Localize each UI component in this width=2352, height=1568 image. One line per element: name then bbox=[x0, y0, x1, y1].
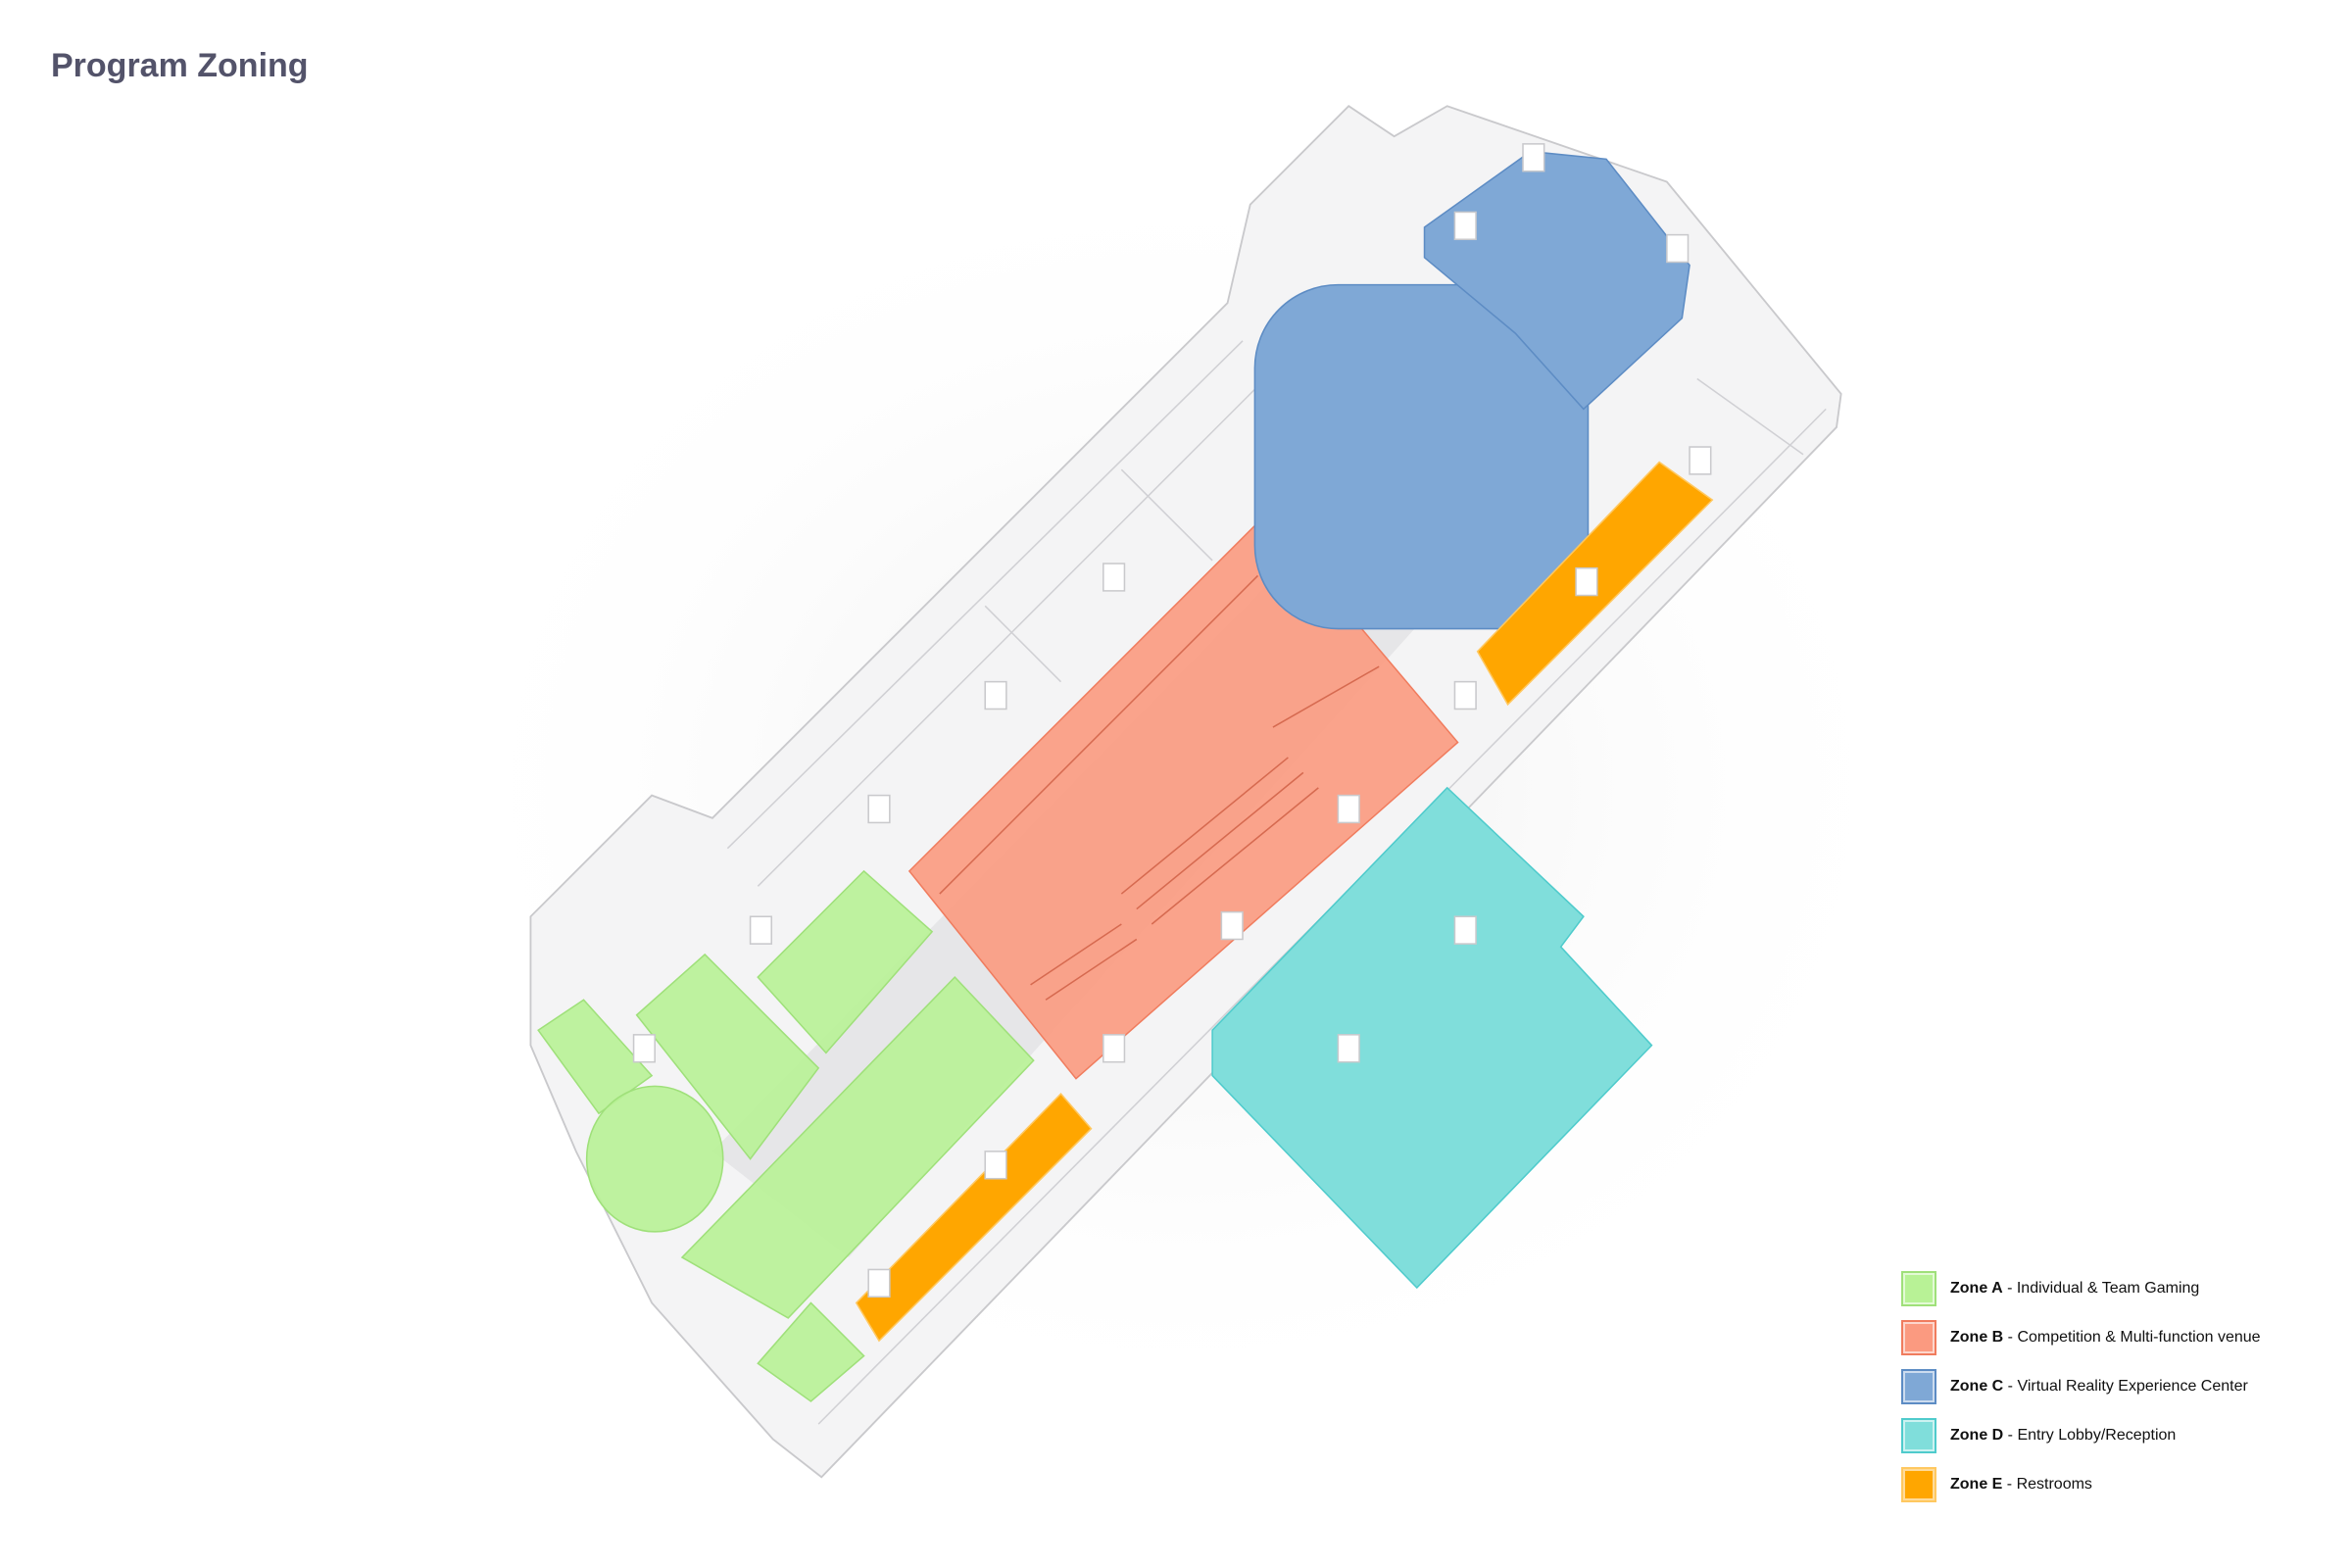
legend-swatch-zone-a bbox=[1901, 1271, 1936, 1306]
legend: Zone A - Individual & Team Gaming Zone B… bbox=[1901, 1264, 2261, 1509]
legend-zone-desc: Restrooms bbox=[2016, 1476, 2092, 1493]
legend-swatch-zone-e bbox=[1901, 1467, 1936, 1502]
legend-zone-label: Zone E bbox=[1950, 1476, 2003, 1493]
legend-zone-label: Zone A bbox=[1950, 1280, 2003, 1297]
zone-a-room-1 bbox=[757, 869, 934, 1054]
zone-b-seating bbox=[939, 574, 1380, 1001]
legend-zone-desc: Entry Lobby/Reception bbox=[2017, 1427, 2177, 1444]
legend-zone-label: Zone C bbox=[1950, 1378, 2004, 1395]
legend-zone-desc: Individual & Team Gaming bbox=[2016, 1280, 2200, 1297]
legend-item-zone-d: Zone D - Entry Lobby/Reception bbox=[1901, 1411, 2261, 1460]
zone-a-room-3 bbox=[680, 975, 1035, 1319]
zone-a-round-room bbox=[585, 1085, 724, 1233]
legend-swatch-zone-b bbox=[1901, 1320, 1936, 1355]
legend-zone-desc: Competition & Multi-function venue bbox=[2017, 1329, 2261, 1346]
legend-item-zone-b: Zone B - Competition & Multi-function ve… bbox=[1901, 1313, 2261, 1362]
zone-c-vr-arena bbox=[1253, 283, 1590, 630]
page-title: Program Zoning bbox=[51, 47, 309, 84]
legend-zone-desc: Virtual Reality Experience Center bbox=[2017, 1378, 2248, 1395]
zone-a-gaming bbox=[537, 869, 1035, 1402]
zone-c-vr-rooms bbox=[1423, 150, 1690, 411]
zone-b-competition-venue bbox=[907, 514, 1459, 1080]
legend-item-zone-c: Zone C - Virtual Reality Experience Cent… bbox=[1901, 1362, 2261, 1411]
legend-zone-label: Zone B bbox=[1950, 1329, 2004, 1346]
zone-a-room-5 bbox=[757, 1301, 865, 1402]
zone-a-room-2 bbox=[635, 953, 820, 1160]
legend-zone-label: Zone D bbox=[1950, 1427, 2004, 1444]
zone-a-room-4 bbox=[537, 999, 654, 1115]
structural-columns bbox=[632, 143, 1712, 1298]
legend-item-zone-a: Zone A - Individual & Team Gaming bbox=[1901, 1264, 2261, 1313]
legend-swatch-zone-c bbox=[1901, 1369, 1936, 1404]
legend-swatch-zone-d bbox=[1901, 1418, 1936, 1453]
zone-d-entry-lobby bbox=[1211, 786, 1653, 1290]
legend-item-zone-e: Zone E - Restrooms bbox=[1901, 1460, 2261, 1509]
